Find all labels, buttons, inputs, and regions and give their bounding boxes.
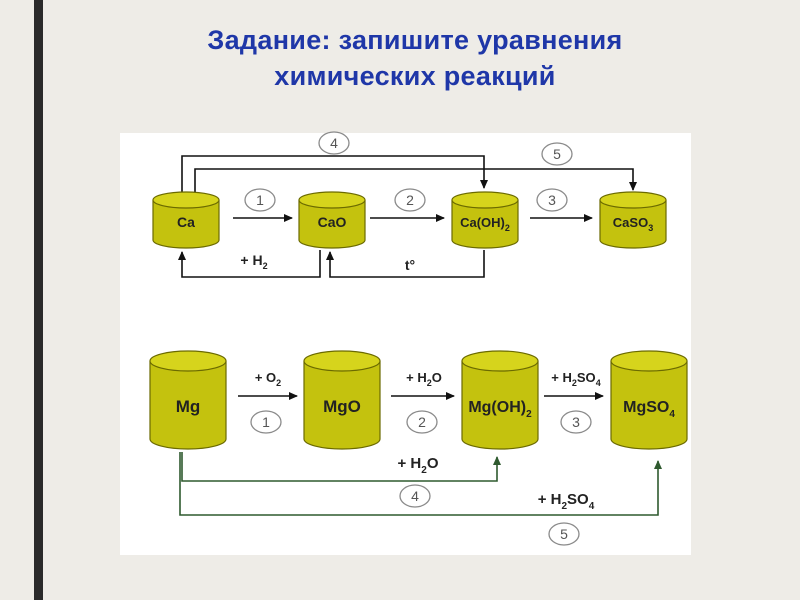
ca-step-3-circle: 3	[536, 188, 568, 212]
ca-step-2-circle: 2	[394, 188, 426, 212]
svg-text:3: 3	[548, 192, 556, 208]
svg-text:4: 4	[411, 488, 419, 504]
ca-return-heat	[326, 250, 485, 278]
ca-step-5-circle: 5	[541, 142, 573, 166]
svg-text:2: 2	[418, 414, 426, 430]
ca-chain: 4 5 1 2 3 Ca CaO	[152, 131, 667, 278]
cylinder-mgso4: MgSO4	[610, 350, 688, 450]
svg-text:MgO: MgO	[323, 397, 361, 416]
svg-text:Mg(OH)2: Mg(OH)2	[468, 399, 532, 420]
ca-heat-label: t°	[405, 257, 415, 273]
svg-text:Mg: Mg	[176, 397, 201, 416]
svg-text:1: 1	[262, 414, 270, 430]
mg-step-1-circle: 1	[250, 410, 282, 434]
mg-chain: 1 2 3 4 5 Mg MgO	[149, 350, 688, 546]
title-line-1: Задание: запишите уравнения	[207, 25, 623, 55]
svg-text:Ca: Ca	[177, 214, 195, 230]
mg-reagent-2: + H2O	[406, 370, 442, 388]
cylinder-caso3: CaSO3	[599, 191, 667, 249]
node-mgso4-label: MgSO	[623, 399, 669, 416]
node-mg-label: Mg	[176, 397, 201, 416]
ca-step-1-circle: 1	[244, 188, 276, 212]
svg-text:4: 4	[330, 135, 338, 151]
mg-step-4-circle: 4	[399, 484, 431, 508]
svg-text:2: 2	[406, 192, 414, 208]
cylinder-mg: Mg	[149, 350, 227, 450]
mg-arrow-5	[179, 452, 662, 516]
mg-step-3-circle: 3	[560, 410, 592, 434]
svg-text:5: 5	[560, 526, 568, 542]
title-line-2: химических реакций	[274, 61, 556, 91]
svg-text:MgSO4: MgSO4	[623, 399, 675, 420]
ca-reagent-h2: + H2	[240, 252, 267, 271]
node-caoh2-label: Ca(OH)	[460, 215, 505, 230]
cylinder-ca: Ca	[152, 191, 220, 249]
ca-return-h2	[178, 250, 321, 278]
svg-text:Ca(OH)2: Ca(OH)2	[460, 215, 510, 233]
node-caso3-sub: 3	[648, 223, 653, 233]
cylinder-caoh2: Ca(OH)2	[451, 191, 519, 249]
svg-text:3: 3	[572, 414, 580, 430]
node-caso3-label: CaSO	[613, 215, 648, 230]
node-mgoh2-label: Mg(OH)	[468, 399, 526, 416]
node-mgoh2-sub: 2	[526, 409, 532, 420]
cylinder-cao: CaO	[298, 191, 366, 249]
mg-reagent-4: + H2O	[398, 455, 439, 476]
cylinder-mgoh2: Mg(OH)2	[461, 350, 539, 450]
mg-step-5-circle: 5	[548, 522, 580, 546]
node-mgo-label: MgO	[323, 397, 361, 416]
ca-step-4-circle: 4	[318, 131, 350, 155]
svg-text:5: 5	[553, 146, 561, 162]
mg-step-2-circle: 2	[406, 410, 438, 434]
ca-arrow-5	[194, 168, 637, 198]
svg-text:CaSO3: CaSO3	[613, 215, 653, 233]
node-mgso4-sub: 4	[669, 409, 675, 420]
mg-reagent-5: + H2SO4	[538, 491, 595, 512]
mg-reagent-1: + O2	[255, 370, 281, 388]
svg-text:1: 1	[256, 192, 264, 208]
ca-arrow-4	[181, 155, 488, 198]
node-cao-label: CaO	[318, 214, 347, 230]
slide-title: Задание: запишите уравнения химических р…	[90, 22, 740, 94]
slide-accent-bar	[34, 0, 43, 600]
cylinder-mgo: MgO	[303, 350, 381, 450]
node-ca-label: Ca	[177, 214, 195, 230]
mg-arrow-4	[181, 452, 501, 482]
mg-reagent-3: + H2SO4	[551, 370, 600, 388]
node-caoh2-sub: 2	[505, 223, 510, 233]
svg-text:CaO: CaO	[318, 214, 347, 230]
